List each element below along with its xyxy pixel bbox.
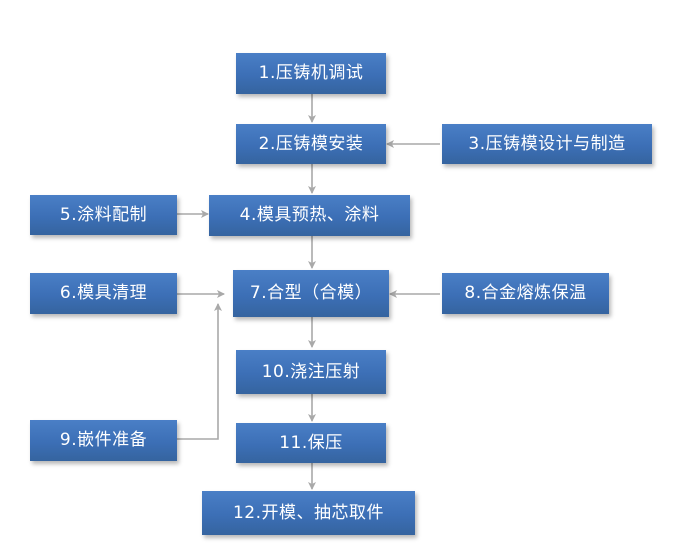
node-4-die-preheat-coating: 4.模具预热、涂料 — [209, 195, 410, 236]
node-1-die-casting-machine-debug: 1.压铸机调试 — [236, 53, 386, 94]
node-8-alloy-melting: 8.合金熔炼保温 — [442, 273, 609, 314]
node-5-coating-preparation: 5.涂料配制 — [30, 195, 177, 235]
node-9-insert-preparation: 9.嵌件准备 — [30, 420, 177, 461]
node-6-die-cleaning: 6.模具清理 — [30, 273, 177, 314]
node-11-pressure-holding: 11.保压 — [236, 423, 386, 463]
node-12-die-open-ejection: 12.开模、抽芯取件 — [202, 491, 415, 535]
node-7-die-closing: 7.合型（合模） — [233, 270, 389, 317]
connector-9-to-7 — [176, 303, 222, 440]
node-3-die-design-manufacture: 3.压铸模设计与制造 — [442, 124, 652, 164]
node-2-die-installation: 2.压铸模安装 — [236, 124, 386, 164]
node-10-pouring-injection: 10.浇注压射 — [236, 350, 386, 394]
